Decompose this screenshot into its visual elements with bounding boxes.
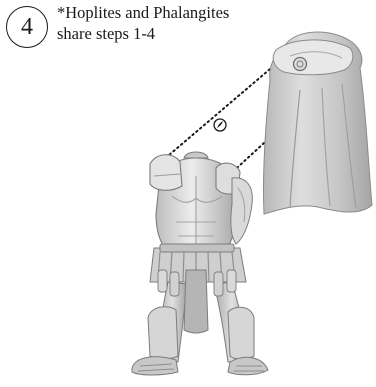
glue-drop-icon bbox=[214, 119, 226, 131]
warrior-figure bbox=[132, 152, 268, 375]
cape-part bbox=[263, 32, 372, 214]
